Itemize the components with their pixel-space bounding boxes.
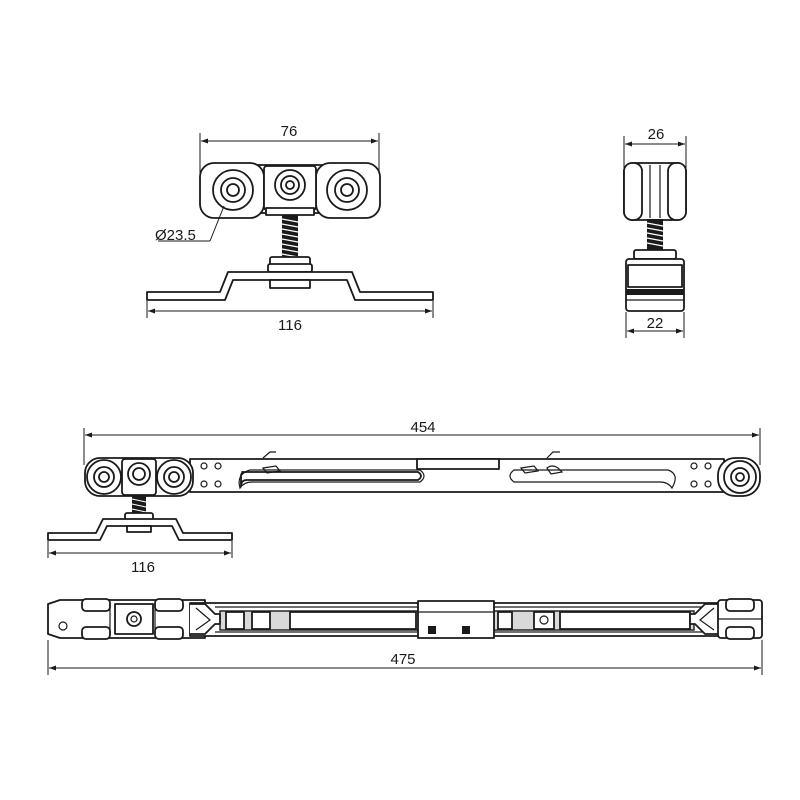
label-side-base: 22 <box>647 315 664 332</box>
top-view-rail <box>189 600 721 639</box>
front-left-wheel <box>199 162 265 219</box>
assembly-right-wheel <box>717 457 761 497</box>
front-bracket-plate <box>146 271 434 301</box>
label-side-width: 26 <box>648 126 665 143</box>
front-view: 76 <box>146 123 434 334</box>
dimension-rail-length: 454 <box>83 419 761 465</box>
assembly-bolt <box>124 495 154 521</box>
front-carriage <box>199 162 381 219</box>
top-view-left-carriage <box>47 598 206 640</box>
dimension-front-width: 76 <box>199 123 380 175</box>
label-front-width: 76 <box>281 123 298 140</box>
label-wheel-diameter: Ø23.5 <box>155 227 196 244</box>
rail-holes-left <box>200 462 222 488</box>
assembly-rail <box>189 451 725 493</box>
label-total-length: 475 <box>390 651 415 668</box>
dimension-side-base: 22 <box>625 312 685 338</box>
assembly-left-carriage <box>84 457 194 497</box>
front-bolt <box>267 215 313 273</box>
label-plate-top: 116 <box>278 317 302 334</box>
assembly-top-view: 475 <box>47 598 763 675</box>
label-rail-length: 454 <box>410 419 435 436</box>
assembly-side-view: 454 <box>47 419 761 576</box>
label-plate-bottom: 116 <box>131 559 155 576</box>
dimension-wheel-diameter: Ø23.5 <box>155 205 225 244</box>
dimension-total-length: 475 <box>47 640 763 675</box>
side-base <box>625 258 685 312</box>
side-view: 26 <box>623 126 687 338</box>
dimension-plate-top: 116 <box>146 301 434 334</box>
assembly-bracket-plate <box>47 518 233 541</box>
side-wheels <box>623 162 687 221</box>
rail-holes-right <box>690 462 712 488</box>
front-center-nut <box>263 165 317 211</box>
top-view-right-wheel <box>717 598 763 640</box>
front-right-wheel <box>315 162 381 219</box>
dimension-side-width: 26 <box>623 126 687 168</box>
dimension-plate-bottom: 116 <box>47 541 233 576</box>
side-bolt <box>633 219 677 260</box>
